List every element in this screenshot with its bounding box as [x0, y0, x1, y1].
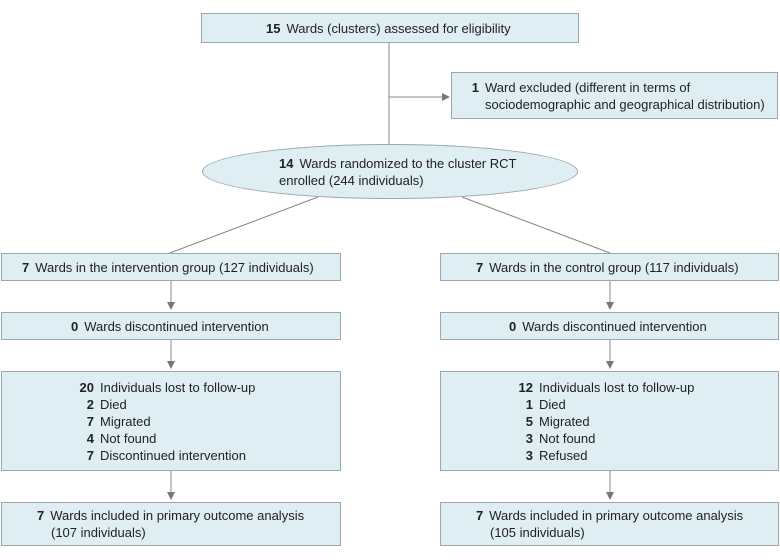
intervention-lost-item-count: 2: [86, 396, 94, 412]
intervention-lost-item-label: Migrated: [100, 413, 151, 429]
control-lost-item-label: Migrated: [539, 413, 590, 429]
intervention-lost-item: 7 Discontinued intervention: [78, 447, 340, 464]
intervention-analysis-box: 7 Wards included in primary outcome anal…: [1, 502, 341, 546]
intervention-lost-item-count: 4: [86, 430, 94, 446]
eligibility-text: Wards (clusters) assessed for eligibilit…: [286, 20, 511, 36]
intervention-discontinued-box: 0 Wards discontinued intervention: [1, 312, 341, 340]
control-discontinued-box: 0 Wards discontinued intervention: [440, 312, 779, 340]
eligibility-count: 15: [266, 20, 281, 36]
intervention-lost-item-count: 7: [86, 447, 94, 463]
randomized-oval: 14 Wards randomized to the cluster RCT e…: [202, 144, 578, 199]
control-lost-item-count: 3: [525, 430, 533, 446]
connector-randomized-intervention: [169, 196, 319, 254]
randomized-text-line2: enrolled (244 individuals): [279, 172, 424, 188]
intervention-lost-item: 4 Not found: [78, 430, 340, 447]
control-lost-item-count: 3: [525, 447, 533, 463]
control-lost-item: 3 Refused: [517, 447, 778, 464]
control-lost-item: 1 Died: [517, 396, 778, 413]
control-lost-item: 3 Not found: [517, 430, 778, 447]
intervention-lost-text: Individuals lost to follow-up: [100, 379, 256, 395]
intervention-lost-item-label: Died: [100, 396, 127, 412]
control-group-box: 7 Wards in the control group (117 indivi…: [440, 253, 779, 281]
control-lost-item-label: Died: [539, 396, 566, 412]
intervention-lost-count: 20: [79, 379, 94, 395]
intervention-group-text: Wards in the intervention group (127 ind…: [35, 259, 314, 275]
intervention-lost-item-label: Not found: [100, 430, 157, 446]
control-lost-item-label: Not found: [539, 430, 596, 446]
intervention-lost-box: 20 Individuals lost to follow-up 2 Died …: [1, 371, 341, 471]
intervention-lost-item: 2 Died: [78, 396, 340, 413]
intervention-discontinued-text: Wards discontinued intervention: [84, 318, 269, 334]
excluded-box: 1 Ward excluded (different in terms of s…: [451, 72, 778, 119]
intervention-lost-item-count: 7: [86, 413, 94, 429]
control-lost-item-count: 5: [525, 413, 533, 429]
randomized-text-line1: Wards randomized to the cluster RCT: [299, 155, 517, 171]
control-lost-item: 5 Migrated: [517, 413, 778, 430]
intervention-analysis-text-line1: Wards included in primary outcome analys…: [50, 508, 305, 523]
control-group-text: Wards in the control group (117 individu…: [489, 259, 739, 275]
control-lost-count: 12: [518, 379, 533, 395]
control-analysis-text-line2: (105 individuals): [490, 525, 585, 540]
control-lost-box: 12 Individuals lost to follow-up 1 Died …: [440, 371, 779, 471]
control-lost-item-count: 1: [525, 396, 533, 412]
intervention-discontinued-count: 0: [71, 318, 79, 334]
intervention-analysis-text-line2: (107 individuals): [51, 525, 146, 540]
intervention-lost-item: 7 Migrated: [78, 413, 340, 430]
control-discontinued-text: Wards discontinued intervention: [522, 318, 707, 334]
control-analysis-box: 7 Wards included in primary outcome anal…: [440, 502, 779, 546]
control-lost-text: Individuals lost to follow-up: [539, 379, 695, 395]
control-analysis-count: 7: [476, 508, 484, 523]
randomized-count: 14: [279, 155, 294, 171]
control-lost-item-label: Refused: [539, 447, 588, 463]
excluded-text-line1: Ward excluded (different in terms of: [485, 79, 691, 95]
intervention-analysis-count: 7: [37, 508, 45, 523]
eligibility-box: 15 Wards (clusters) assessed for eligibi…: [201, 13, 579, 43]
excluded-text-line2: sociodemographic and geographical distri…: [485, 96, 765, 112]
intervention-group-box: 7 Wards in the intervention group (127 i…: [1, 253, 341, 281]
connector-randomized-control: [461, 196, 611, 254]
intervention-group-count: 7: [22, 259, 30, 275]
control-analysis-text-line1: Wards included in primary outcome analys…: [489, 508, 744, 523]
control-group-count: 7: [476, 259, 484, 275]
excluded-count: 1: [471, 79, 479, 95]
control-discontinued-count: 0: [509, 318, 517, 334]
intervention-lost-item-label: Discontinued intervention: [100, 447, 246, 463]
